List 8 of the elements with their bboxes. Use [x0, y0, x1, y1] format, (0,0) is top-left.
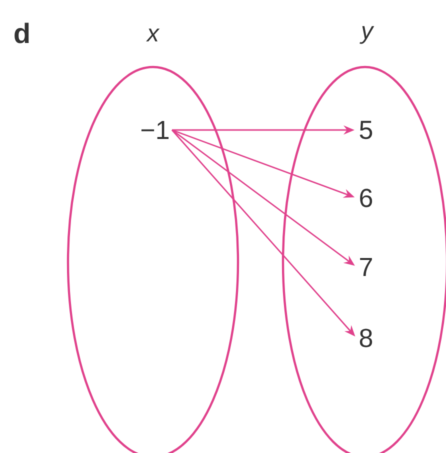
- set-element: 5: [360, 120, 372, 140]
- set-element: −1: [141, 121, 169, 139]
- set-element: 7: [360, 258, 372, 276]
- set-element: 8: [360, 328, 372, 348]
- set-element: 6: [360, 188, 372, 208]
- panel-letter: d: [14, 22, 29, 44]
- set-heading: y: [360, 26, 374, 44]
- set-heading: x: [146, 28, 160, 42]
